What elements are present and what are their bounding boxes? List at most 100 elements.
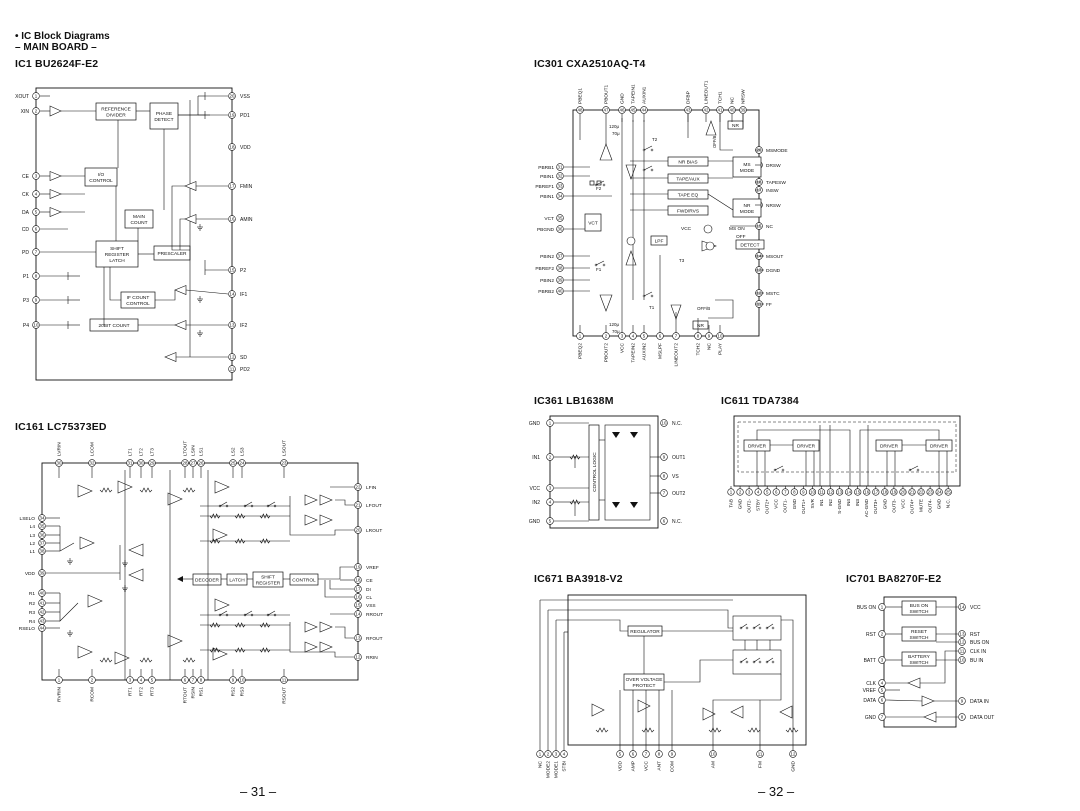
ic671-title: IC671 BA3918-V2 bbox=[534, 573, 623, 585]
pin-circle bbox=[88, 459, 96, 467]
pin-number: 16 bbox=[864, 490, 869, 495]
ic611-pin-label: GND bbox=[792, 498, 797, 509]
ic301-pin-label: MSOUT bbox=[766, 254, 783, 260]
ic301-pin-label: GND bbox=[620, 93, 626, 104]
pin-circle bbox=[640, 106, 648, 114]
ic301-nr-mode-label: MODE bbox=[740, 209, 754, 215]
ic1-pin-label: PD bbox=[22, 250, 29, 256]
pin-number: 15 bbox=[230, 268, 235, 273]
ic301-pin-label: MSMODE bbox=[766, 148, 788, 154]
pin-number: 1 bbox=[549, 421, 552, 426]
ic161-amp bbox=[87, 594, 103, 608]
ic1-pin-label: DA bbox=[22, 210, 30, 216]
pin-circle bbox=[556, 214, 564, 222]
ic301-amp bbox=[599, 143, 613, 161]
pin-circle bbox=[38, 589, 46, 597]
wire bbox=[643, 165, 653, 171]
ic671-pin-label: COM bbox=[670, 761, 676, 772]
ic301-ms-mode-label: MODE bbox=[740, 168, 754, 174]
pin-circle bbox=[181, 676, 189, 684]
ic301-pin-label: TAPEIN2 bbox=[631, 343, 637, 363]
ic161-pin-label: LFOUT bbox=[366, 503, 382, 509]
pin-number: 45 bbox=[631, 108, 636, 113]
pin-circle bbox=[556, 252, 564, 260]
pin-circle bbox=[878, 656, 886, 664]
pin-number: 40 bbox=[558, 289, 563, 294]
current-source bbox=[705, 241, 715, 251]
ic361-pin-label: GND bbox=[529, 519, 541, 525]
pin-circle bbox=[556, 264, 564, 272]
ic161-pin-label: LTOUT bbox=[183, 441, 189, 456]
ic1-pin-label: CD bbox=[22, 227, 30, 233]
wire bbox=[766, 657, 774, 663]
pin-circle bbox=[228, 365, 236, 373]
pin-circle bbox=[958, 638, 966, 646]
pin-number: 46 bbox=[620, 108, 625, 113]
pin-number: 22 bbox=[919, 490, 924, 495]
pin-number: 32 bbox=[90, 461, 95, 466]
resistor bbox=[785, 727, 799, 733]
ic161-pin-label: LROUT bbox=[366, 528, 382, 534]
ic611-pin-label: VCC bbox=[774, 498, 779, 508]
pin-circle bbox=[556, 287, 564, 295]
pin-circle bbox=[556, 182, 564, 190]
pin-circle bbox=[354, 610, 362, 618]
ic361-pin-label: N.C. bbox=[672, 519, 682, 525]
pin-number: 6 bbox=[632, 752, 635, 757]
wire bbox=[781, 619, 794, 745]
pin-number: 5 bbox=[549, 519, 552, 524]
ic161-amp bbox=[214, 480, 230, 494]
pin-circle bbox=[546, 517, 554, 525]
pin-circle bbox=[354, 563, 362, 571]
ic611-pin-label: S-GND bbox=[837, 498, 842, 513]
pin-circle bbox=[556, 163, 564, 171]
ic611-pin-label: OUT2- bbox=[747, 499, 752, 513]
pin-number: 14 bbox=[846, 490, 851, 495]
ic161-amp bbox=[77, 484, 93, 498]
ic161-pin-label: LVRIN bbox=[57, 442, 63, 456]
ic161-decoder-label: DECODER bbox=[195, 577, 220, 583]
pin-number: 11 bbox=[758, 752, 763, 757]
pin-circle bbox=[181, 459, 189, 467]
pin-circle bbox=[546, 498, 554, 506]
ic161-amp bbox=[77, 645, 93, 659]
pin-number: 8 bbox=[961, 715, 964, 720]
pin-number: 9 bbox=[671, 752, 674, 757]
pin-number: 41 bbox=[40, 601, 45, 606]
ic701-pin-label: RST bbox=[866, 632, 876, 638]
ic301-pin-label: VCT bbox=[544, 216, 554, 222]
pin-number: 6 bbox=[663, 519, 666, 524]
pin-number: 6 bbox=[184, 678, 187, 683]
ic301-pin-label: TCH2 bbox=[696, 343, 702, 356]
pin-circle bbox=[228, 111, 236, 119]
ic611-pin-label: OUT4- bbox=[928, 499, 933, 513]
pin-number: 4 bbox=[140, 678, 143, 683]
ic611-pin-label: OUT4+ bbox=[909, 499, 914, 514]
ic361-pin-label: IN2 bbox=[532, 500, 540, 506]
ic301-tape-aux-label: TAPE/AUX bbox=[676, 176, 700, 182]
wire bbox=[244, 501, 253, 507]
pin-circle bbox=[228, 321, 236, 329]
pin-number: 34 bbox=[558, 194, 563, 199]
ic671-pin-label: GND bbox=[791, 760, 797, 771]
ic161-pin-label: R4 bbox=[29, 619, 35, 625]
ic301-pin-label: AUXIN1 bbox=[642, 86, 648, 104]
ic1-pin-label: VSS bbox=[240, 94, 251, 100]
resistor bbox=[182, 657, 196, 663]
ic1-if-count-label: IF COUNT bbox=[127, 295, 150, 301]
pin-number: 6 bbox=[881, 698, 884, 703]
pin-number: 3 bbox=[881, 658, 884, 663]
label: T2 bbox=[652, 137, 658, 142]
pin-circle bbox=[32, 208, 40, 216]
resistor bbox=[209, 647, 221, 653]
switch-node bbox=[650, 294, 654, 298]
ic161-pin-label: RFOUT bbox=[366, 636, 383, 642]
pin-number: 14 bbox=[230, 292, 235, 297]
pin-circle bbox=[126, 459, 134, 467]
pin-circle bbox=[126, 676, 134, 684]
ic301-pin-label: NC bbox=[707, 342, 713, 349]
ic701-pin-label: VCC bbox=[970, 605, 981, 611]
ic301-pin-label: PBRB2 bbox=[538, 289, 554, 295]
pin-number: 31 bbox=[558, 165, 563, 170]
